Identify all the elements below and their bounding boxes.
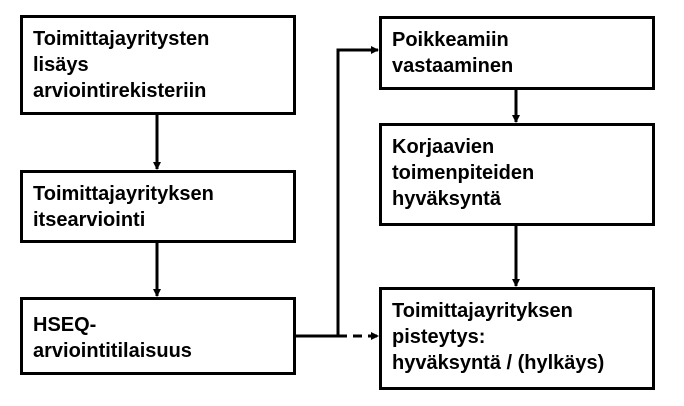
scoring-step-line-3: hyväksyntä / (hylkäys) — [392, 352, 605, 374]
corrective-actions-step-line-1: Korjaavien — [392, 136, 495, 158]
self-assessment-step-line-2: itsearviointi — [33, 209, 146, 231]
registration-step-box: Toimittajayritysten lisäys arviointireki… — [20, 15, 296, 115]
deviations-response-step-line-2: vastaaminen — [392, 55, 514, 77]
corrective-actions-step-box: Korjaavien toimenpiteiden hyväksyntä — [379, 123, 655, 226]
registration-step-line-2: lisäys — [33, 54, 89, 76]
hseq-assessment-step-box: HSEQ- arviointitilaisuus — [20, 297, 296, 375]
scoring-step-line-2: pisteytys: — [392, 326, 486, 348]
scoring-step-line-1: Toimittajayrityksen — [392, 300, 573, 322]
deviations-response-step-line-1: Poikkeamiin — [392, 29, 509, 51]
scoring-step-box: Toimittajayrityksen pisteytys: hyväksynt… — [379, 287, 655, 390]
hseq-assessment-step-line-2: arviointitilaisuus — [33, 340, 192, 362]
corrective-actions-step-line-3: hyväksyntä — [392, 188, 501, 210]
corrective-actions-step-line-2: toimenpiteiden — [392, 162, 535, 184]
hseq-assessment-step-line-1: HSEQ- — [33, 314, 97, 336]
arrow-hseq-to-deviations — [296, 46, 379, 338]
registration-step-line-1: Toimittajayritysten — [33, 28, 210, 50]
registration-step-line-3: arviointirekisteriin — [33, 80, 207, 102]
self-assessment-step-box: Toimittajayrityksen itsearviointi — [20, 170, 296, 243]
self-assessment-step-line-1: Toimittajayrityksen — [33, 183, 214, 205]
deviations-response-step-box: Poikkeamiin vastaaminen — [379, 16, 655, 90]
